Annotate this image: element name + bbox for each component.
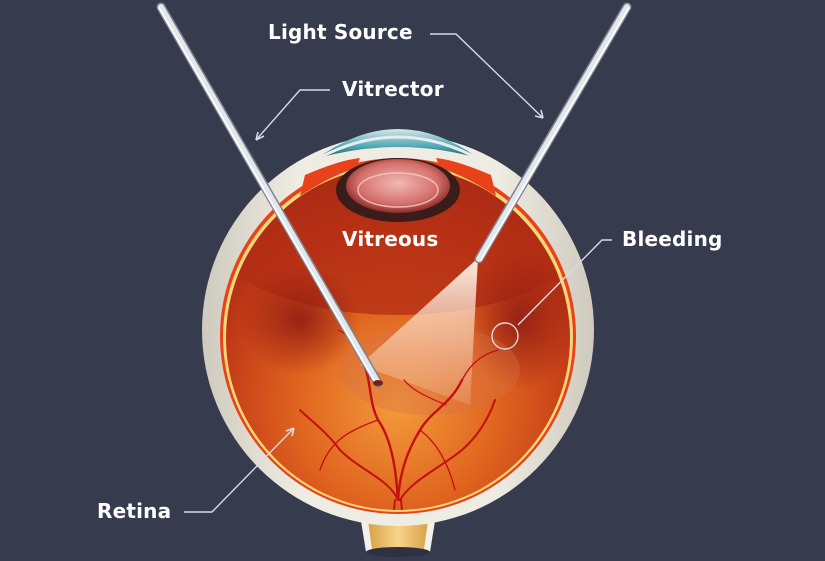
leader-retina (184, 427, 295, 513)
leader-light-source (430, 33, 544, 119)
anterior-segment (300, 129, 496, 222)
lens (346, 159, 450, 213)
label-retina: Retina (97, 499, 172, 523)
light-source-instrument (474, 2, 632, 264)
retinal-vessels (299, 329, 499, 510)
label-vitreous: Vitreous (342, 227, 439, 251)
label-bleeding: Bleeding (622, 227, 723, 251)
leader-lines (184, 33, 612, 513)
leader-bleeding (517, 239, 612, 326)
label-light-source: Light Source (268, 20, 413, 44)
light-beam (360, 258, 478, 405)
bleeding-marker-circle (491, 322, 519, 350)
hemorrhage-right (465, 250, 570, 390)
leader-vitrector (255, 89, 330, 141)
label-vitrector: Vitrector (342, 77, 444, 101)
vitrector-instrument (156, 2, 383, 388)
